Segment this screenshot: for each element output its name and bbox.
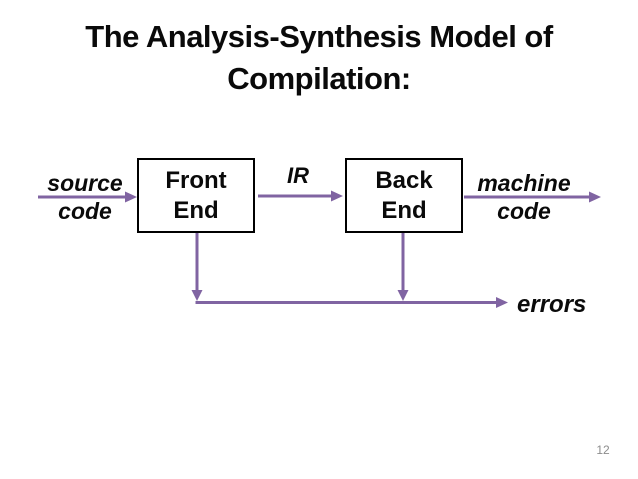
page-number: 12 [596, 443, 610, 457]
page-title: The Analysis-Synthesis Model of Compilat… [0, 16, 638, 100]
right-arrowhead-icon [331, 190, 343, 202]
label-source-code: source code [47, 170, 123, 224]
label-machine-code: machine code [477, 170, 571, 224]
frontend-to-backend-arrow [258, 190, 343, 202]
frontend-errors-arrow [191, 233, 203, 301]
title-line-1: The Analysis-Synthesis Model of [85, 19, 553, 54]
down-arrowhead-icon [397, 290, 409, 301]
title-line-2: Compilation: [227, 61, 411, 96]
label-errors: errors [517, 291, 587, 318]
back-end-box: Back End [345, 158, 463, 233]
front-end-box: Front End [137, 158, 255, 233]
backend-errors-arrow [397, 233, 409, 301]
errors-arrow [195, 297, 508, 308]
right-arrowhead-icon [496, 297, 508, 308]
down-arrowhead-icon [191, 290, 203, 301]
label-ir: IR [287, 163, 309, 188]
